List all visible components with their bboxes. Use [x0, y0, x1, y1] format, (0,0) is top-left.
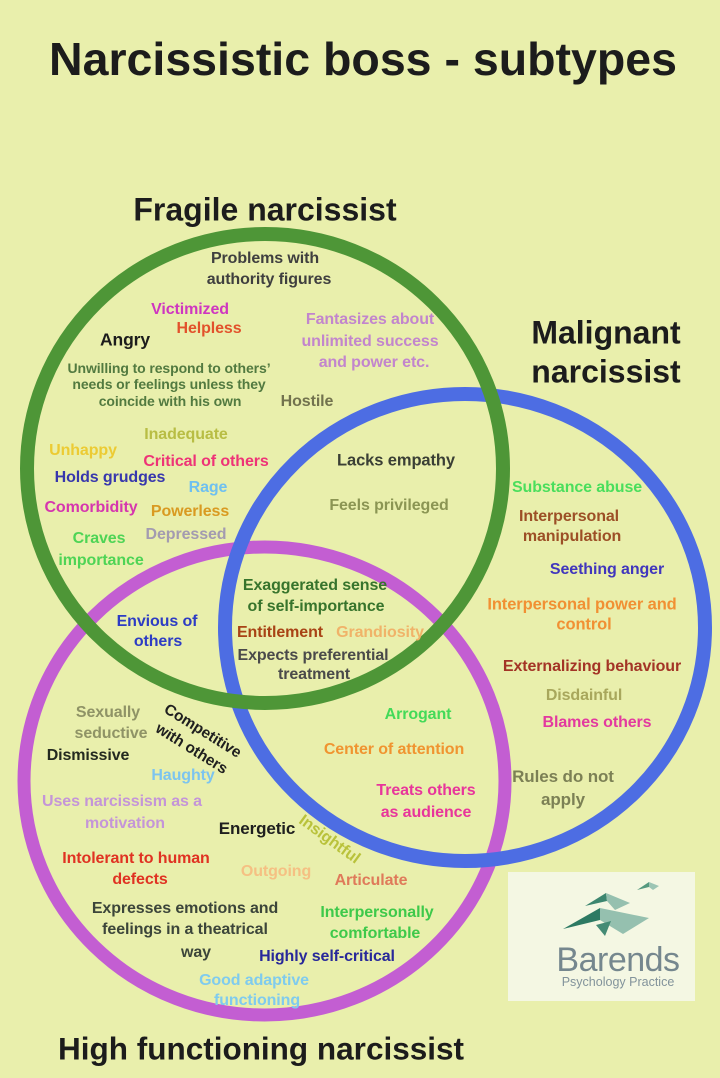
svg-text:Barends: Barends	[556, 941, 679, 979]
svg-text:Psychology Practice: Psychology Practice	[562, 975, 675, 989]
